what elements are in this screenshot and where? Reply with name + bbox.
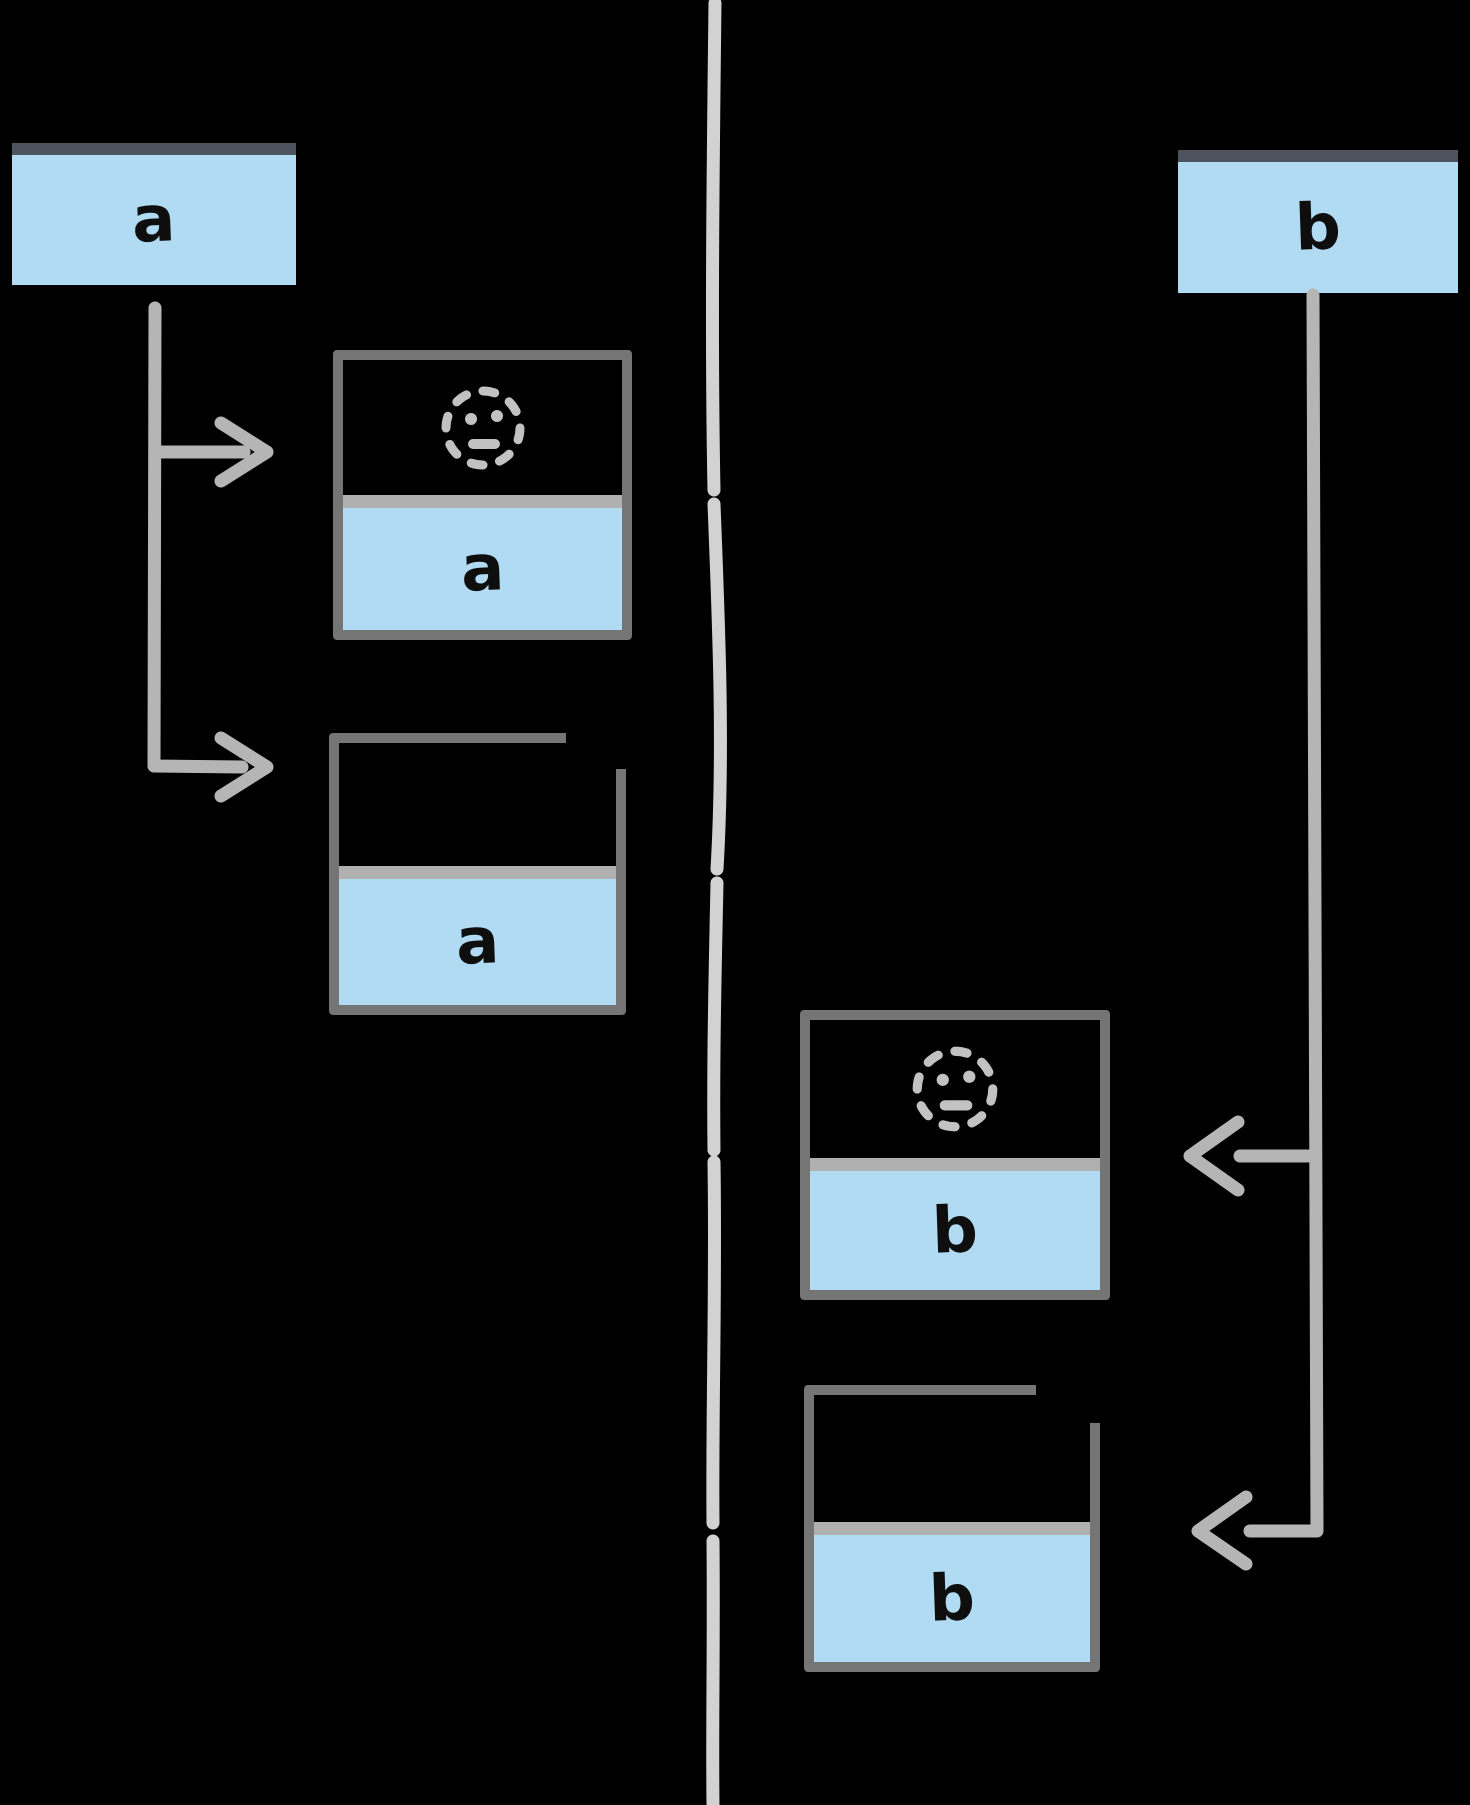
thread-b-label: b [1293, 189, 1343, 266]
thread-b-header-bar [1178, 150, 1458, 162]
task-left-2-divider [339, 866, 616, 879]
thread-a-label: a [131, 182, 177, 258]
task-box-left-2: a [329, 733, 626, 1015]
task-right-2-body: b [814, 1535, 1090, 1662]
timeline-line [705, 0, 727, 1805]
task-left-1-label: a [459, 531, 506, 607]
pending-dashed-face-icon [912, 1046, 998, 1132]
thread-a-spawn-connector [147, 301, 274, 803]
task-left-2-body: a [339, 879, 616, 1005]
task-right-1-top [810, 1020, 1100, 1158]
task-right-1-body: b [810, 1171, 1100, 1290]
thread-a-header-bar [12, 143, 296, 155]
task-left-1-body: a [343, 508, 622, 630]
task-right-2-label: b [927, 1560, 977, 1637]
task-right-2-divider [814, 1522, 1090, 1535]
arrowhead-left-icon [1183, 1115, 1245, 1197]
thread-b-body: b [1178, 162, 1458, 293]
thread-b-spawn-connector [1183, 288, 1324, 1571]
task-box-left-1: a [333, 350, 632, 640]
task-box-right-1: b [800, 1010, 1110, 1300]
arrowhead-right-icon [214, 416, 274, 488]
thread-a-body: a [12, 155, 296, 285]
task-left-2-top [339, 743, 616, 866]
bell-icon [454, 781, 501, 831]
bell-icon [928, 1435, 976, 1485]
arrowhead-left-icon [1191, 1490, 1253, 1571]
pending-dashed-face-icon [441, 386, 524, 469]
task-right-2-top [814, 1395, 1090, 1522]
thread-a-box: a [12, 143, 296, 285]
task-right-1-divider [810, 1158, 1100, 1171]
thread-b-box: b [1178, 150, 1458, 293]
task-left-2-label: a [454, 904, 501, 980]
task-left-1-divider [343, 495, 622, 508]
arrowhead-right-icon [214, 731, 274, 803]
task-right-1-label: b [930, 1192, 980, 1269]
task-box-right-2: b [804, 1385, 1100, 1672]
task-left-1-top [343, 360, 622, 495]
